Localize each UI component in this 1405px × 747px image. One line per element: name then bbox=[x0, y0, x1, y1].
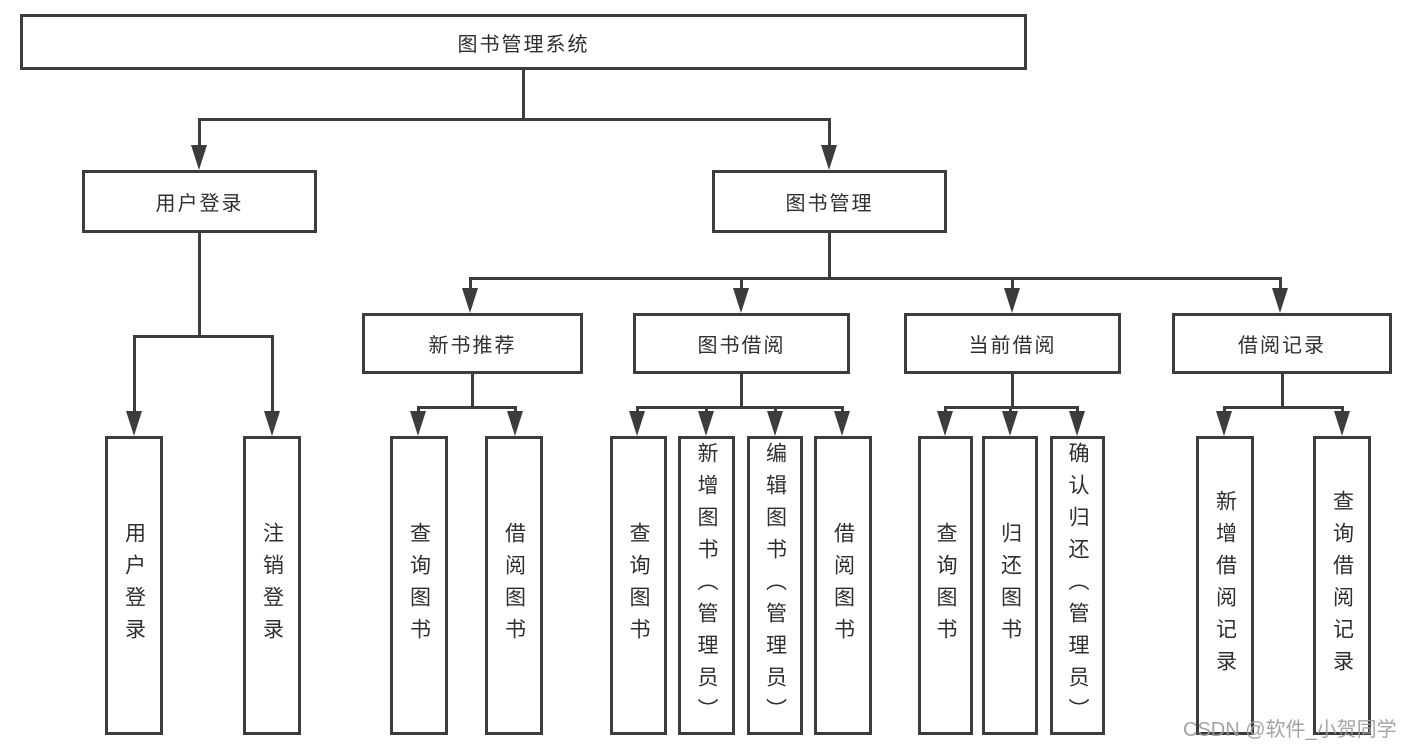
connector-line bbox=[469, 277, 1282, 280]
node-book-mgmt: 图书管理 bbox=[712, 170, 947, 233]
leaf-br-query-record-label: 查询借阅记录 bbox=[1330, 489, 1354, 682]
node-user-login: 用户登录 bbox=[82, 170, 317, 233]
connector-line bbox=[740, 277, 743, 293]
connector-line bbox=[828, 118, 831, 150]
node-current-borrow: 当前借阅 bbox=[904, 313, 1121, 374]
connector-line bbox=[469, 277, 472, 293]
arrow-down-icon bbox=[1004, 288, 1020, 313]
leaf-nbr-query-books: 查询图书 bbox=[390, 436, 448, 735]
leaf-bb-query-books-label: 查询图书 bbox=[627, 521, 650, 650]
leaf-nbr-borrow-books: 借阅图书 bbox=[485, 436, 543, 735]
leaf-bb-edit-books-label: 编辑图书（管理员） bbox=[763, 441, 787, 730]
connector-line bbox=[1223, 406, 1344, 409]
arrow-down-icon bbox=[629, 411, 645, 436]
arrow-down-icon bbox=[1272, 288, 1288, 313]
connector-line bbox=[1011, 374, 1014, 409]
leaf-bb-edit-books: 编辑图书（管理员） bbox=[747, 436, 803, 735]
node-new-book-rec: 新书推荐 bbox=[362, 313, 583, 374]
connector-line bbox=[133, 335, 274, 338]
arrow-down-icon bbox=[410, 411, 426, 436]
connector-line bbox=[1011, 277, 1014, 293]
node-borrow-records: 借阅记录 bbox=[1172, 313, 1392, 374]
leaf-user-login: 用户登录 bbox=[105, 436, 163, 735]
leaf-cb-query-books: 查询图书 bbox=[918, 436, 973, 735]
leaf-br-add-record-label: 新增借阅记录 bbox=[1213, 489, 1237, 682]
leaf-br-add-record: 新增借阅记录 bbox=[1196, 436, 1254, 735]
connector-line bbox=[198, 118, 830, 121]
arrow-down-icon bbox=[126, 411, 142, 436]
node-borrow-records-label: 借阅记录 bbox=[1238, 335, 1326, 357]
arrow-down-icon bbox=[821, 145, 837, 170]
leaf-br-query-record: 查询借阅记录 bbox=[1313, 436, 1371, 735]
connector-line bbox=[417, 406, 517, 409]
node-user-login-label: 用户登录 bbox=[155, 193, 244, 215]
leaf-bb-query-books: 查询图书 bbox=[610, 436, 667, 735]
arrow-down-icon bbox=[937, 411, 953, 436]
connector-line bbox=[740, 374, 743, 409]
leaf-bb-add-books-label: 新增图书（管理员） bbox=[695, 441, 718, 730]
arrow-down-icon bbox=[1069, 411, 1085, 436]
arrow-down-icon bbox=[507, 411, 523, 436]
node-book-borrow-label: 图书借阅 bbox=[697, 335, 786, 357]
connector-line bbox=[1279, 277, 1282, 293]
arrow-down-icon bbox=[264, 411, 280, 436]
arrow-down-icon bbox=[1216, 411, 1232, 436]
leaf-bb-borrow-books: 借阅图书 bbox=[814, 436, 872, 735]
connector-line bbox=[198, 118, 201, 150]
arrow-down-icon bbox=[191, 145, 207, 170]
connector-line bbox=[522, 70, 525, 119]
connector-line bbox=[1281, 374, 1284, 409]
leaf-cb-return-books: 归还图书 bbox=[982, 436, 1038, 735]
arrow-down-icon bbox=[1002, 411, 1018, 436]
node-new-book-rec-label: 新书推荐 bbox=[428, 335, 517, 357]
arrow-down-icon bbox=[1334, 411, 1350, 436]
arrow-down-icon bbox=[462, 288, 478, 313]
leaf-bb-add-books: 新增图书（管理员） bbox=[678, 436, 735, 735]
node-root: 图书管理系统 bbox=[20, 14, 1027, 70]
leaf-logout: 注销登录 bbox=[243, 436, 301, 735]
node-book-borrow: 图书借阅 bbox=[633, 313, 850, 374]
connector-line bbox=[636, 406, 844, 409]
connector-line bbox=[828, 233, 831, 279]
leaf-cb-confirm-return: 确认归还（管理员） bbox=[1050, 436, 1105, 735]
arrow-down-icon bbox=[834, 411, 850, 436]
connector-line bbox=[133, 335, 136, 416]
node-root-label: 图书管理系统 bbox=[457, 33, 590, 56]
leaf-bb-borrow-books-label: 借阅图书 bbox=[831, 521, 855, 650]
connector-line bbox=[471, 374, 474, 409]
connector-line bbox=[271, 335, 274, 416]
node-current-borrow-label: 当前借阅 bbox=[968, 335, 1057, 357]
leaf-logout-label: 注销登录 bbox=[260, 521, 284, 650]
leaf-cb-return-books-label: 归还图书 bbox=[998, 521, 1022, 650]
leaf-user-login-label: 用户登录 bbox=[122, 521, 146, 650]
connector-line bbox=[198, 233, 201, 337]
leaf-cb-query-books-label: 查询图书 bbox=[934, 521, 957, 650]
arrow-down-icon bbox=[698, 411, 714, 436]
leaf-nbr-borrow-books-label: 借阅图书 bbox=[502, 521, 526, 650]
arrow-down-icon bbox=[733, 288, 749, 313]
csdn-watermark: CSDN @软件_小贺同学 bbox=[1183, 719, 1397, 741]
leaf-cb-confirm-return-label: 确认归还（管理员） bbox=[1066, 441, 1089, 730]
arrow-down-icon bbox=[767, 411, 783, 436]
leaf-nbr-query-books-label: 查询图书 bbox=[407, 521, 431, 650]
node-book-mgmt-label: 图书管理 bbox=[785, 193, 874, 215]
